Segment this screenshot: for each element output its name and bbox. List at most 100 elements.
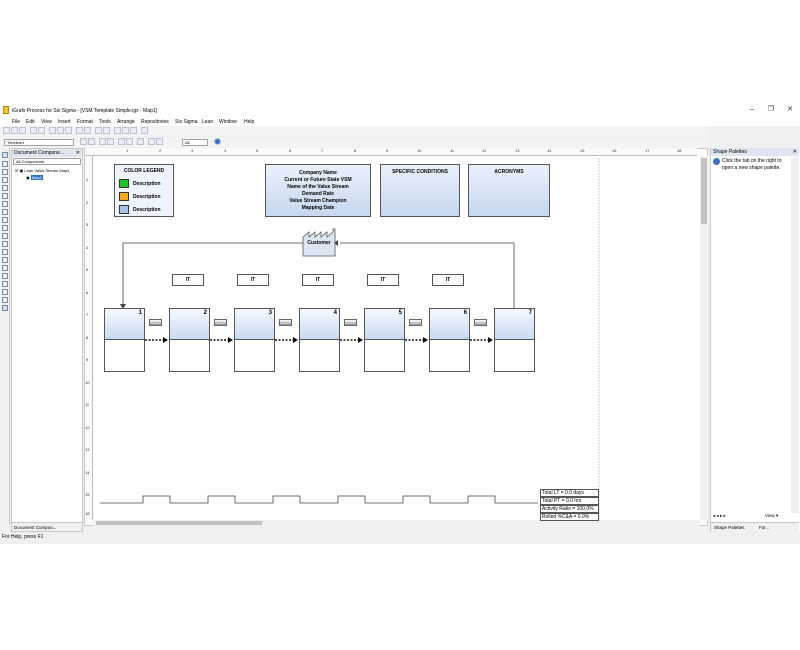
- zoom-tool-icon[interactable]: [2, 297, 8, 303]
- doc-tool-icon[interactable]: [2, 169, 8, 175]
- process-box-4[interactable]: 4: [299, 308, 340, 372]
- data-tool-icon[interactable]: [2, 209, 8, 215]
- minimize-button[interactable]: –: [750, 106, 754, 113]
- connector-icon[interactable]: [99, 138, 106, 145]
- menu-view[interactable]: View: [41, 119, 52, 125]
- shape-icon[interactable]: [107, 138, 114, 145]
- cut-icon[interactable]: [49, 127, 56, 134]
- process-tool-icon[interactable]: [2, 201, 8, 207]
- diamond-tool-icon[interactable]: [2, 241, 8, 247]
- save-icon[interactable]: [19, 127, 26, 134]
- menu-format[interactable]: Format: [77, 119, 93, 125]
- group-icon[interactable]: [137, 138, 144, 145]
- nav-arrows-icon[interactable]: ◂ ◂ ▸ ▸: [713, 513, 726, 518]
- zoom-select[interactable]: All: [182, 139, 208, 146]
- print-icon[interactable]: [30, 127, 37, 134]
- image-tool-icon[interactable]: [2, 225, 8, 231]
- panel-close-icon[interactable]: ✕: [75, 150, 80, 156]
- process-box-1[interactable]: 1: [104, 308, 145, 372]
- zoom-out-icon[interactable]: [103, 127, 110, 134]
- redo-icon[interactable]: [84, 127, 91, 134]
- timeline-select[interactable]: Timeline1: [4, 139, 74, 146]
- it-box[interactable]: IT: [302, 274, 334, 286]
- color-legend[interactable]: COLOR LEGEND Description Description Des…: [114, 164, 174, 217]
- menu-window[interactable]: Window: [219, 119, 237, 125]
- callout-tool-icon[interactable]: [2, 289, 8, 295]
- expand-icon[interactable]: ⊟ ▣: [15, 168, 24, 173]
- process-box-5[interactable]: 5: [364, 308, 405, 372]
- component-filter-select[interactable]: All Components: [13, 158, 81, 165]
- ellipse-tool-icon[interactable]: [2, 193, 8, 199]
- decision-tool-icon[interactable]: [2, 177, 8, 183]
- x-tool-icon[interactable]: [2, 281, 8, 287]
- select-tool-icon[interactable]: [2, 152, 8, 158]
- acronyms-box[interactable]: ACRONYMS: [468, 164, 550, 217]
- panel-close-icon[interactable]: ✕: [792, 149, 797, 155]
- chain-tool-icon[interactable]: [2, 249, 8, 255]
- tree-item-map1[interactable]: ▣ Map1: [26, 175, 43, 180]
- process-box-7[interactable]: 7: [494, 308, 535, 372]
- it-box[interactable]: IT: [432, 274, 464, 286]
- rectangle-tool-icon[interactable]: [2, 161, 8, 167]
- paste-icon[interactable]: [65, 127, 72, 134]
- table-tool-icon[interactable]: [2, 233, 8, 239]
- menu-six-sigma[interactable]: Six Sigma: [175, 119, 198, 125]
- highlight-icon[interactable]: [122, 127, 129, 134]
- rotate-icon[interactable]: [148, 138, 155, 145]
- arrow-tool-icon[interactable]: [2, 265, 8, 271]
- menu-file[interactable]: File: [12, 119, 21, 125]
- triangle-tool-icon[interactable]: [2, 217, 8, 223]
- inventory-icon[interactable]: [474, 319, 487, 326]
- menu-tools[interactable]: Tools: [99, 119, 111, 125]
- horizontal-scrollbar[interactable]: [93, 520, 700, 526]
- pointer-icon[interactable]: [80, 138, 87, 145]
- rounded-tool-icon[interactable]: [2, 185, 8, 191]
- it-box[interactable]: IT: [367, 274, 399, 286]
- process-box-3[interactable]: 3: [234, 308, 275, 372]
- process-box-2[interactable]: 2: [169, 308, 210, 372]
- tree-item-lean-vsm[interactable]: ⊟ ▣ Lean Value Stream Maps: [15, 168, 69, 173]
- menu-repositories[interactable]: Repositories: [141, 119, 169, 125]
- horizontal-scroll-thumb[interactable]: [96, 521, 262, 525]
- view-button[interactable]: View ▾: [765, 513, 779, 518]
- process-box-6[interactable]: 6: [429, 308, 470, 372]
- doc-components-tab[interactable]: Document Compon...: [12, 522, 82, 531]
- align-icon[interactable]: [118, 138, 125, 145]
- it-box[interactable]: IT: [237, 274, 269, 286]
- menu-help[interactable]: Help: [244, 119, 255, 125]
- vertical-scrollbar[interactable]: [700, 156, 708, 520]
- open-icon[interactable]: [11, 127, 18, 134]
- inventory-icon[interactable]: [279, 319, 292, 326]
- copy-icon[interactable]: [57, 127, 64, 134]
- preview-icon[interactable]: [38, 127, 45, 134]
- company-info-box[interactable]: Company Name Current or Future State VSM…: [265, 164, 371, 217]
- restore-button[interactable]: ❐: [767, 106, 775, 113]
- distribute-icon[interactable]: [126, 138, 133, 145]
- metric-total-pt[interactable]: Total PT = 0.0 hrs: [540, 497, 599, 505]
- new-icon[interactable]: [3, 127, 10, 134]
- undo-icon[interactable]: [76, 127, 83, 134]
- close-button[interactable]: ✕: [787, 106, 793, 113]
- palette-tab-strip[interactable]: [791, 157, 799, 513]
- inventory-icon[interactable]: [214, 319, 227, 326]
- metric-activity-ratio[interactable]: Activity Ratio = 100.0%: [540, 505, 599, 513]
- pen-tool-icon[interactable]: [2, 305, 8, 311]
- check-icon[interactable]: [130, 127, 137, 134]
- menu-lean[interactable]: Lean: [202, 119, 214, 125]
- metric-total-lt[interactable]: Total LT = 0.0 days: [540, 489, 599, 497]
- vertical-scroll-thumb[interactable]: [701, 158, 707, 224]
- format-tab[interactable]: For...: [759, 525, 770, 530]
- shape-palettes-tab[interactable]: Shape Palettes: [714, 525, 745, 530]
- it-box[interactable]: IT: [172, 274, 204, 286]
- customer-label[interactable]: Customer: [307, 240, 331, 246]
- pencil-icon[interactable]: [141, 127, 148, 134]
- line-tool-icon[interactable]: [2, 257, 8, 263]
- specific-conditions-box[interactable]: SPECIFIC CONDITIONS: [380, 164, 460, 217]
- text-tool-icon[interactable]: [88, 138, 95, 145]
- format-painter-icon[interactable]: [114, 127, 121, 134]
- help-icon[interactable]: [214, 138, 221, 145]
- text-tool-icon[interactable]: [2, 273, 8, 279]
- zoom-in-icon[interactable]: [95, 127, 102, 134]
- inventory-icon[interactable]: [344, 319, 357, 326]
- menu-insert[interactable]: Insert: [58, 119, 71, 125]
